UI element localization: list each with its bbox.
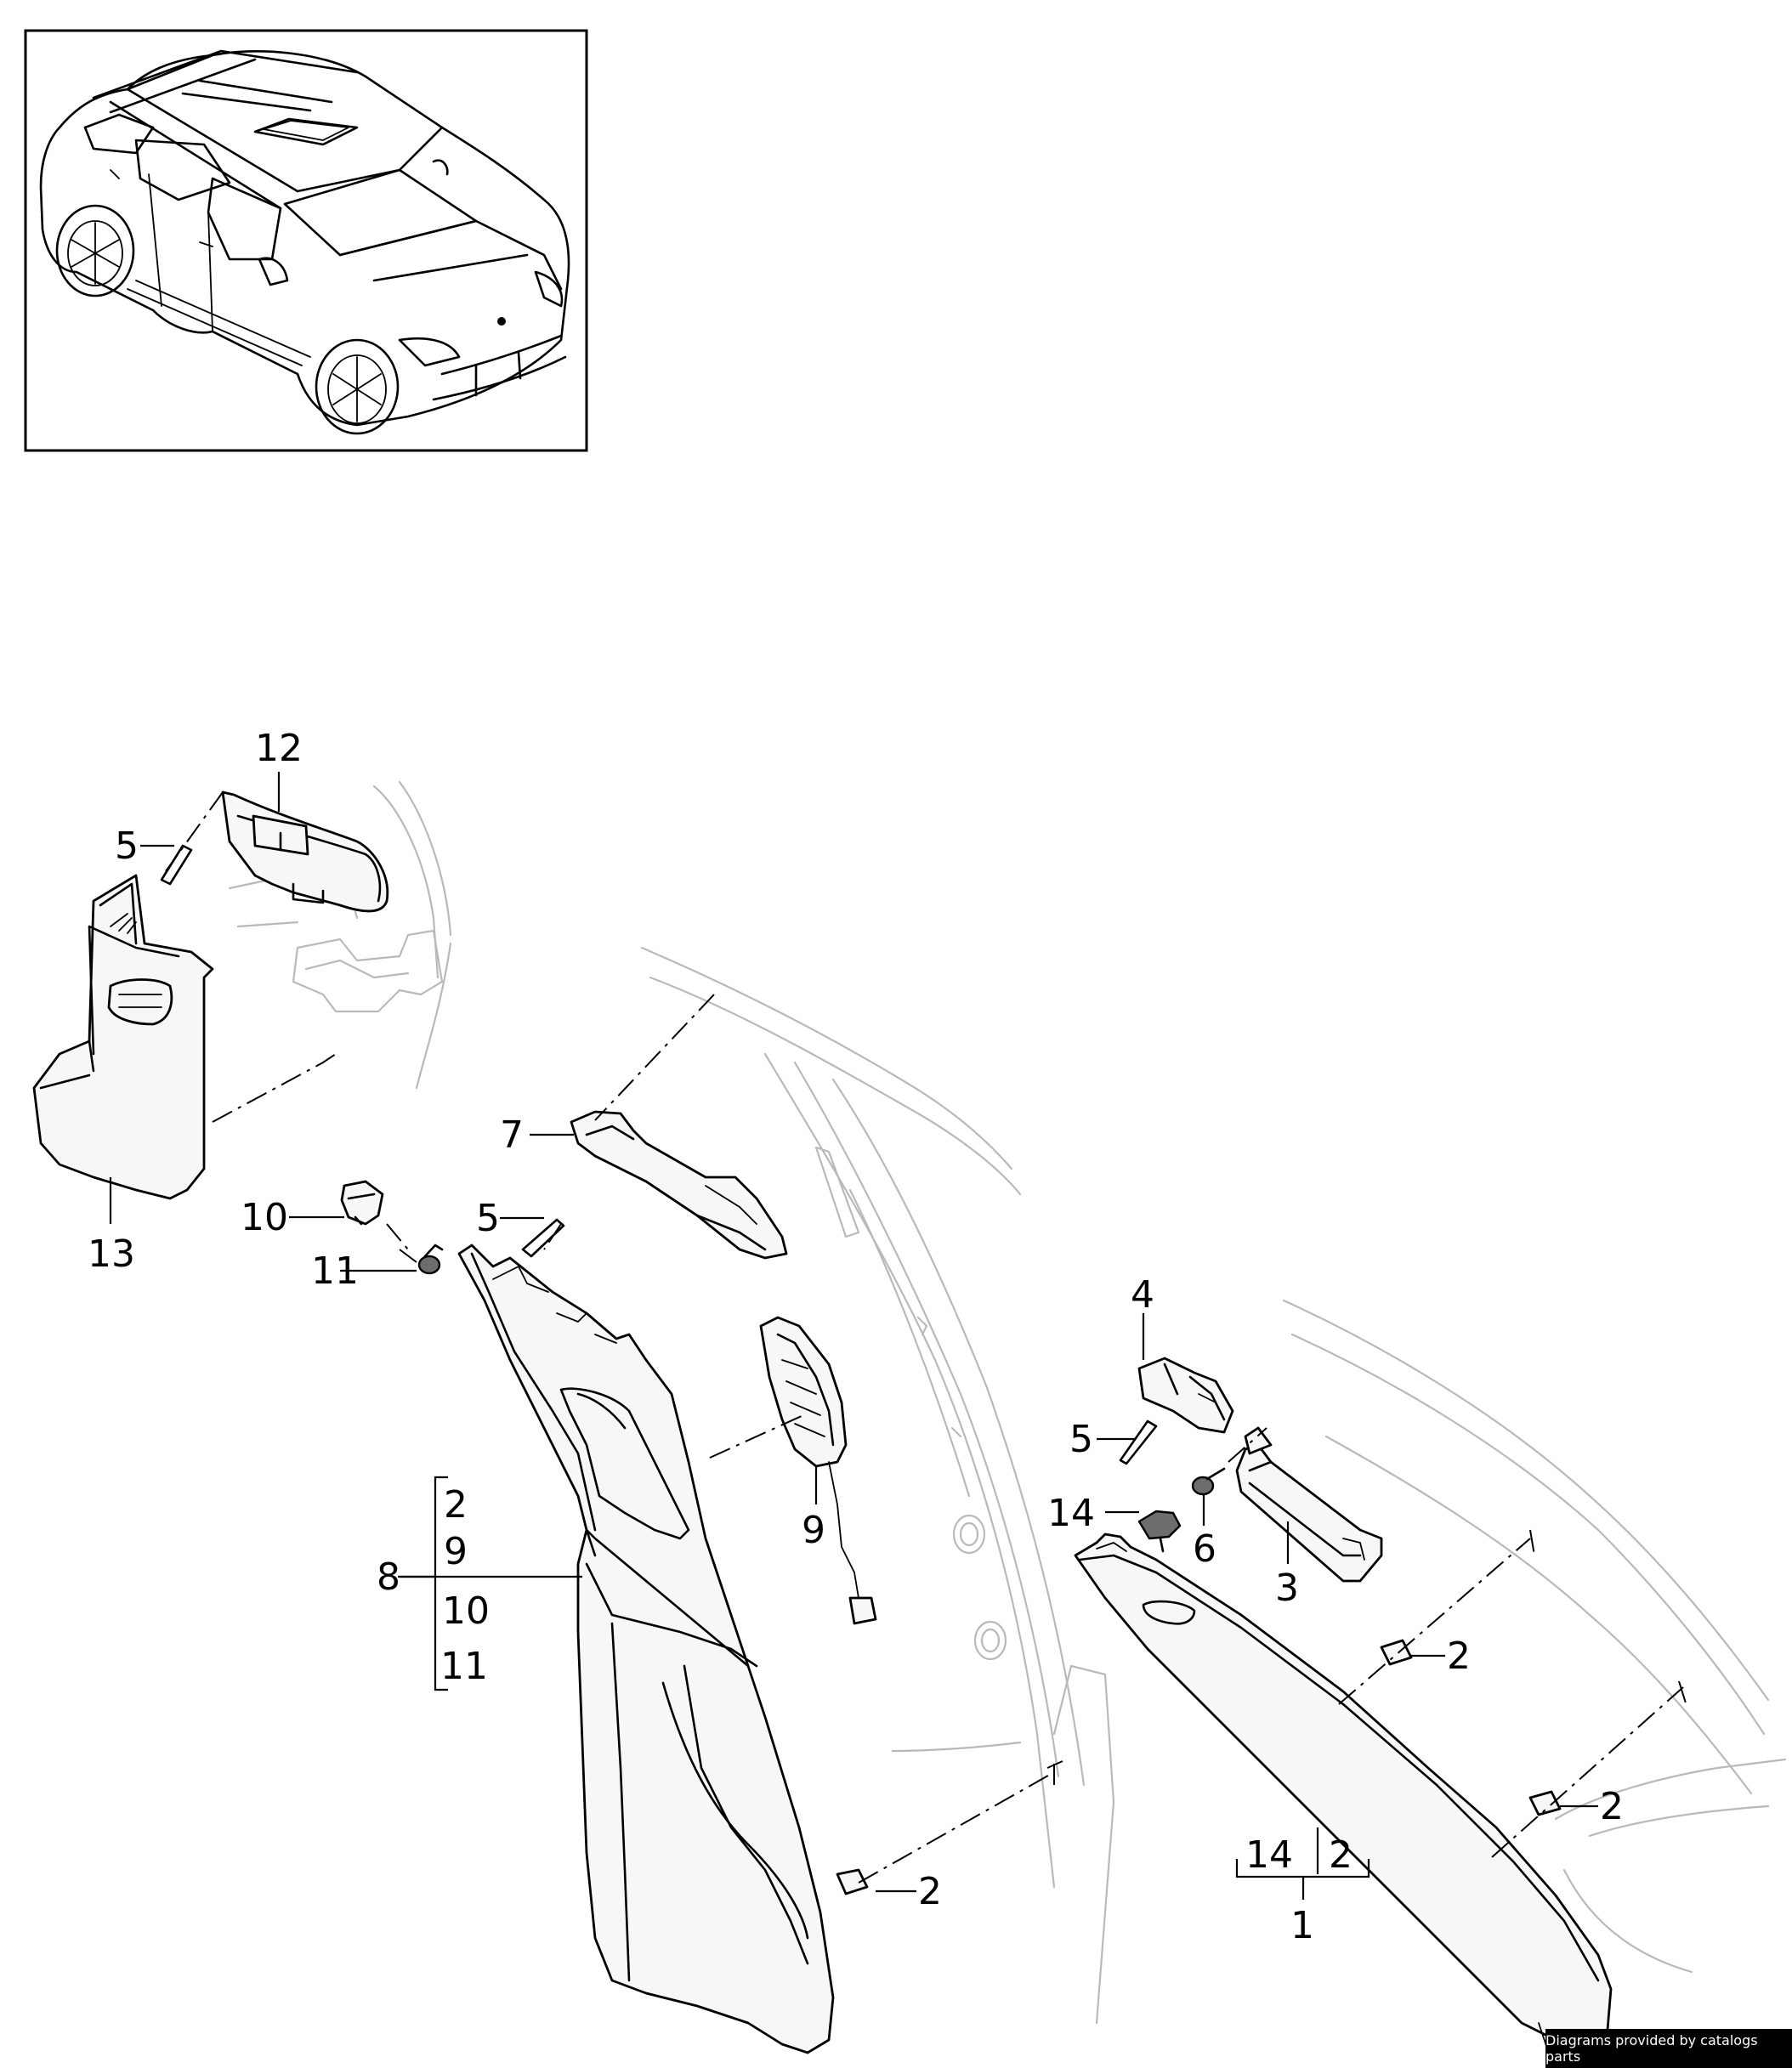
callout-labels: 12 5 13 10 11 7 5 9 8 2 9 10 11 2 4 5 14… — [88, 727, 1624, 1947]
callout-5-middle: 5 — [476, 1197, 500, 1240]
part-2-clip-right-upper — [1380, 1639, 1413, 1666]
body-structure-background — [228, 780, 1787, 2025]
callout-6: 6 — [1193, 1527, 1216, 1571]
callout-8-sub-1: 2 — [444, 1483, 468, 1527]
credit-badge: Diagrams provided by catalogs parts — [1545, 2029, 1792, 2068]
callout-11: 11 — [311, 1249, 359, 1293]
part-2-clip-right-lower — [1528, 1790, 1562, 1816]
part-11-screw — [417, 1244, 444, 1275]
callout-12: 12 — [255, 727, 303, 770]
callout-2-right-lower: 2 — [1600, 1785, 1624, 1828]
callout-2-right-upper: 2 — [1447, 1635, 1471, 1678]
callout-13: 13 — [88, 1232, 135, 1276]
part-10-clip — [340, 1180, 384, 1226]
callout-5-upper: 5 — [115, 824, 139, 868]
part-14-fastener — [1137, 1510, 1182, 1553]
installation-lines — [165, 791, 1688, 1884]
part-6-screw — [1191, 1467, 1226, 1496]
callout-9: 9 — [802, 1509, 825, 1552]
callout-1-sub-1: 14 — [1245, 1833, 1293, 1877]
callout-1-sub-2: 2 — [1329, 1833, 1353, 1877]
callout-8-sub-2: 9 — [444, 1530, 468, 1573]
callout-5-right: 5 — [1069, 1418, 1093, 1461]
callout-7: 7 — [500, 1113, 524, 1157]
part-5-pin-right — [1119, 1419, 1158, 1465]
part-3-trim-strip — [1235, 1426, 1383, 1583]
part-1-rear-pillar-trim — [1074, 1533, 1613, 2050]
part-2-clip-lower-left — [836, 1868, 869, 1895]
callout-14: 14 — [1047, 1492, 1095, 1535]
callout-2-lower-left: 2 — [918, 1870, 942, 1913]
callout-10: 10 — [241, 1196, 288, 1239]
callout-1: 1 — [1290, 1904, 1314, 1947]
callout-8: 8 — [377, 1555, 400, 1599]
car-illustration — [39, 49, 570, 435]
callout-8-sub-3: 10 — [442, 1589, 490, 1633]
callout-3: 3 — [1275, 1567, 1299, 1610]
part-4-belt-guide — [1137, 1357, 1234, 1434]
vehicle-inset — [24, 29, 588, 452]
credit-text: Diagrams provided by catalogs parts — [1545, 2032, 1758, 2065]
part-9-belt-adjuster — [759, 1316, 877, 1625]
part-5-pin-middle — [521, 1218, 565, 1258]
bracket-group-1 — [1235, 1859, 1370, 1900]
part-5-pin-upper — [160, 844, 193, 886]
bracket-group-8 — [400, 1476, 448, 1691]
part-8-b-pillar-trim — [457, 1244, 835, 2054]
callout-8-sub-4: 11 — [440, 1645, 488, 1688]
part-7-upper-trim — [570, 1110, 788, 1260]
part-13-c-pillar-trim — [32, 874, 214, 1200]
callout-4: 4 — [1131, 1273, 1154, 1317]
part-12-trim-seal — [221, 790, 389, 913]
